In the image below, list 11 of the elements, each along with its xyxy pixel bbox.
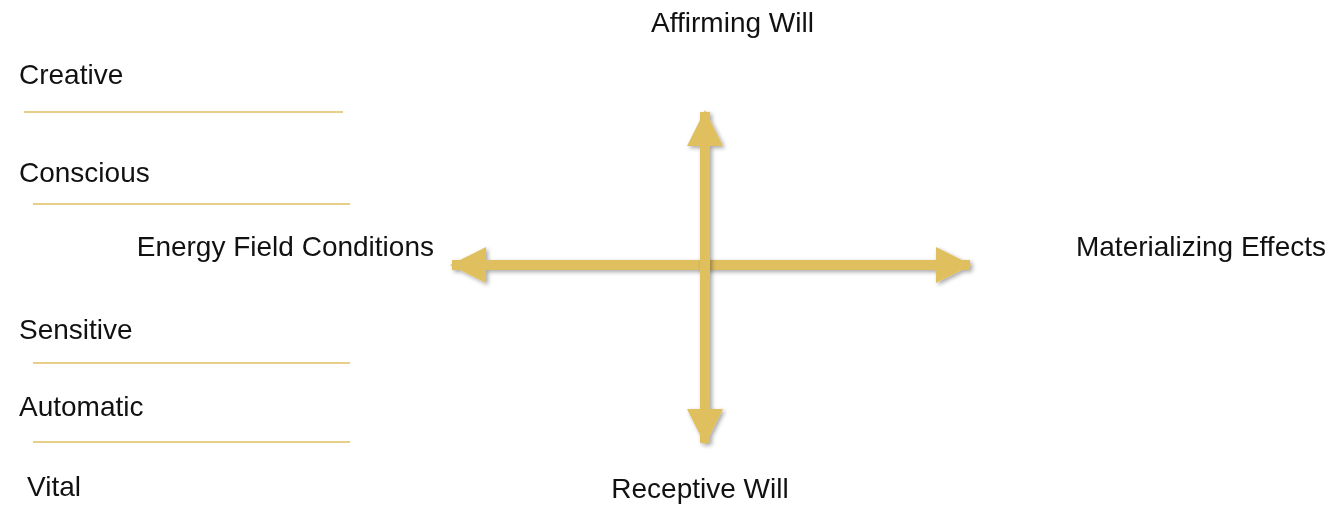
double-arrow (687, 110, 723, 445)
level-label: Automatic (19, 392, 144, 423)
double-arrow (450, 247, 972, 283)
axis-label: Materializing Effects (1075, 232, 1326, 263)
axis-label: Receptive Will (611, 474, 789, 505)
level-label: Vital (27, 472, 81, 503)
axis-label: Energy Field Conditions (136, 232, 434, 263)
level-label: Creative (19, 60, 124, 91)
level-label: Conscious (19, 158, 150, 189)
axis-label: Affirming Will (651, 8, 814, 39)
level-label: Sensitive (19, 315, 133, 346)
